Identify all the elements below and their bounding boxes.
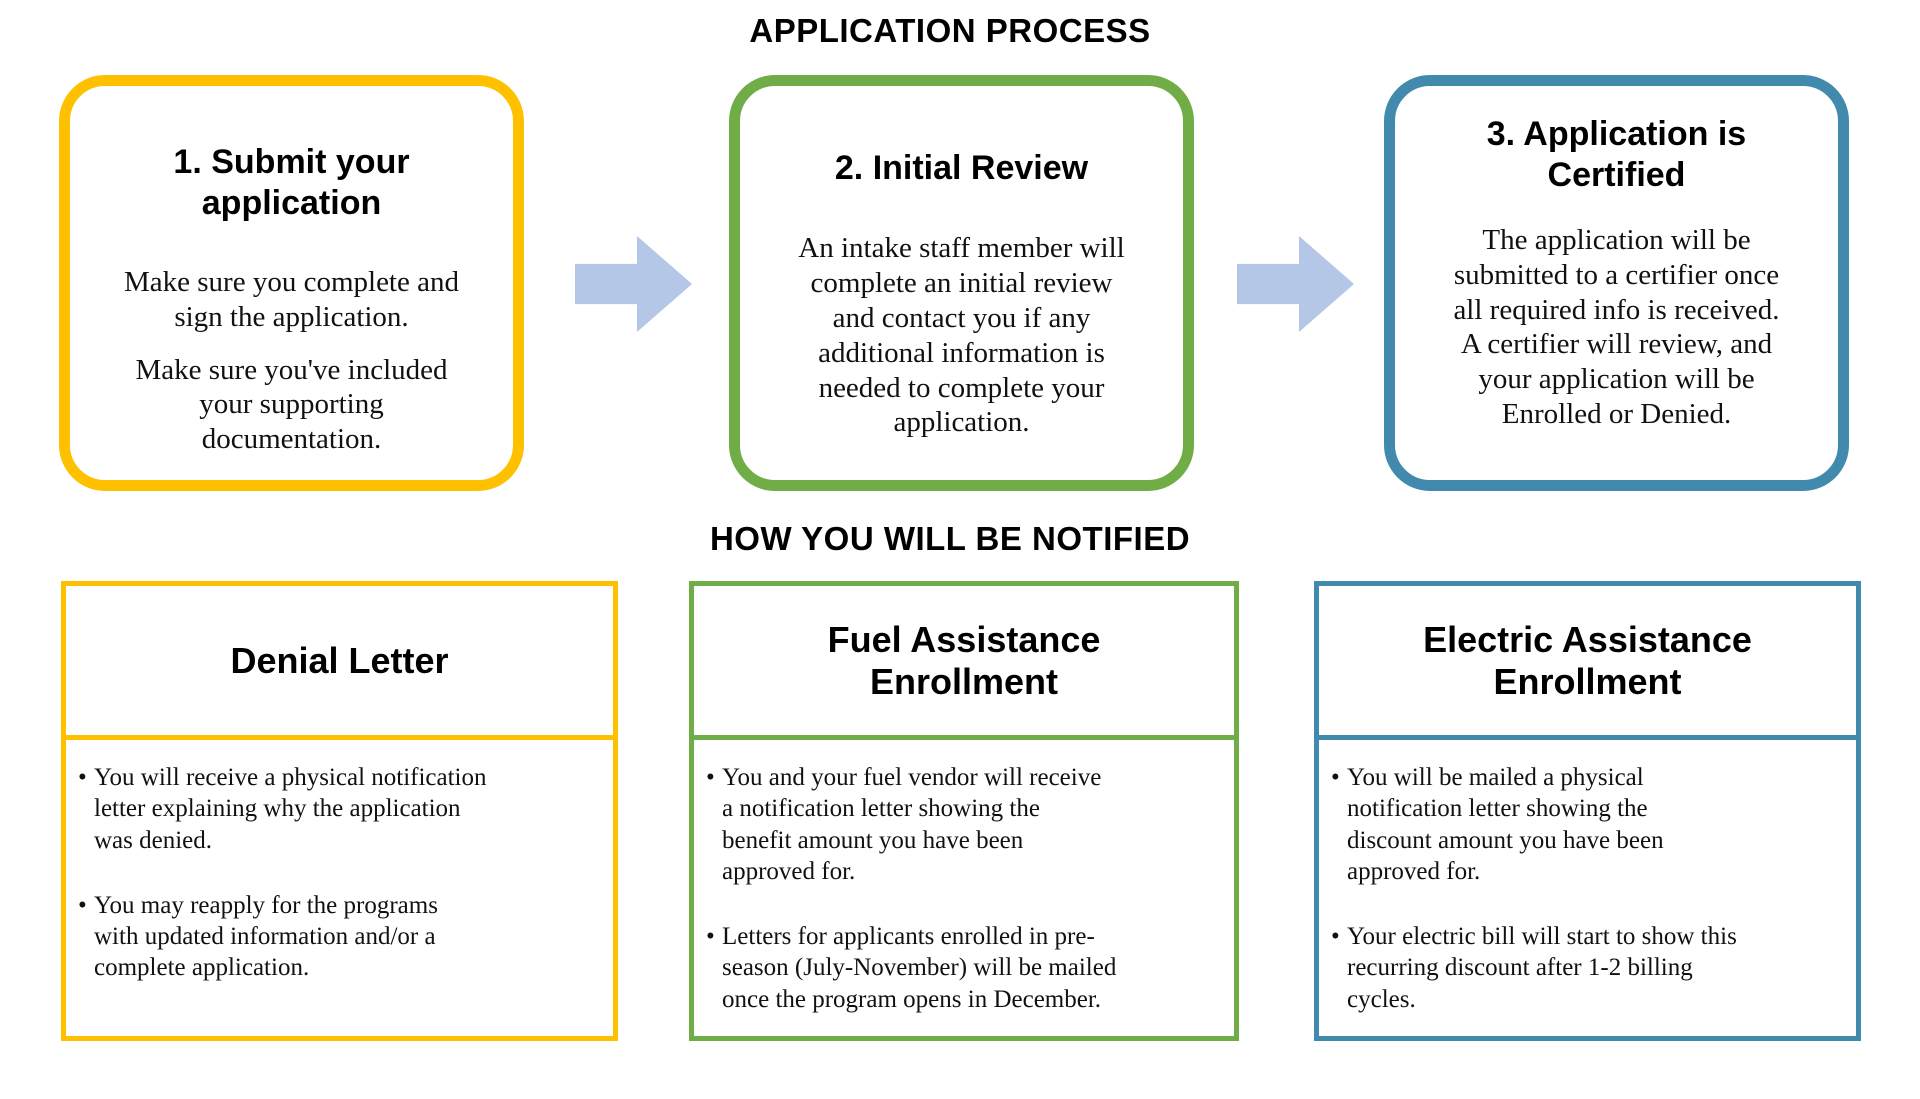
step-box-submit-application: 1. Submit your application Make sure you… xyxy=(59,75,524,491)
bullet-text: Your electric bill will start to show th… xyxy=(1347,923,1737,1013)
section-title-how-notified: HOW YOU WILL BE NOTIFIED xyxy=(709,520,1191,557)
arrow-right-icon xyxy=(575,236,692,332)
section-title-application-process: APPLICATION PROCESS xyxy=(749,12,1151,49)
notification-title: Denial Letter xyxy=(230,639,449,681)
step-paragraph: Make sure you complete and sign the appl… xyxy=(123,265,459,333)
bullet-icon xyxy=(706,762,722,887)
step-title: 2. Initial Review xyxy=(834,149,1089,187)
list-item: Your electric bill will start to show th… xyxy=(1331,921,1846,1015)
bullet-text: You will receive a physical notification… xyxy=(94,764,487,854)
notification-body: You and your fuel vendor will receive a … xyxy=(694,740,1234,1015)
bullet-icon xyxy=(78,890,94,984)
bullet-text: You will be mailed a physical notificati… xyxy=(1347,764,1664,885)
notification-body: You will be mailed a physical notificati… xyxy=(1319,740,1856,1015)
bullet-text: Letters for applicants enrolled in pre- … xyxy=(722,923,1117,1013)
notification-title: Electric Assistance Enrollment xyxy=(1423,619,1752,702)
notification-box-header: Denial Letter xyxy=(66,586,613,740)
notification-body: You will receive a physical notification… xyxy=(66,740,613,984)
step-title: 3. Application is Certified xyxy=(1486,115,1747,195)
notification-box-electric-assistance: Electric Assistance Enrollment You will … xyxy=(1314,581,1861,1041)
step-paragraph: An intake staff member will complete an … xyxy=(798,232,1125,439)
notification-title: Fuel Assistance Enrollment xyxy=(827,619,1101,702)
bullet-icon xyxy=(1331,921,1347,1015)
notification-box-denial-letter: Denial Letter You will receive a physica… xyxy=(61,581,618,1041)
bullet-text: You may reapply for the programs with up… xyxy=(94,891,438,982)
step-paragraph: The application will be submitted to a c… xyxy=(1453,223,1780,430)
list-item: You will be mailed a physical notificati… xyxy=(1331,762,1846,887)
list-item: You will receive a physical notification… xyxy=(78,762,603,856)
bullet-icon xyxy=(78,762,94,856)
notification-box-fuel-assistance: Fuel Assistance Enrollment You and your … xyxy=(689,581,1239,1041)
bullet-text: You and your fuel vendor will receive a … xyxy=(722,764,1102,885)
list-item: You and your fuel vendor will receive a … xyxy=(706,762,1224,887)
list-item: Letters for applicants enrolled in pre- … xyxy=(706,921,1224,1015)
list-item: You may reapply for the programs with up… xyxy=(78,890,603,984)
notification-box-header: Fuel Assistance Enrollment xyxy=(694,586,1234,740)
arrow-right-icon xyxy=(1237,236,1354,332)
step-paragraph: Make sure you've included your supportin… xyxy=(135,353,448,456)
bullet-icon xyxy=(706,921,722,1015)
bullet-icon xyxy=(1331,762,1347,887)
notification-box-header: Electric Assistance Enrollment xyxy=(1319,586,1856,740)
step-box-initial-review: 2. Initial Review An intake staff member… xyxy=(729,75,1194,491)
step-box-application-certified: 3. Application is Certified The applicat… xyxy=(1384,75,1849,491)
step-title: 1. Submit your application xyxy=(173,143,410,223)
